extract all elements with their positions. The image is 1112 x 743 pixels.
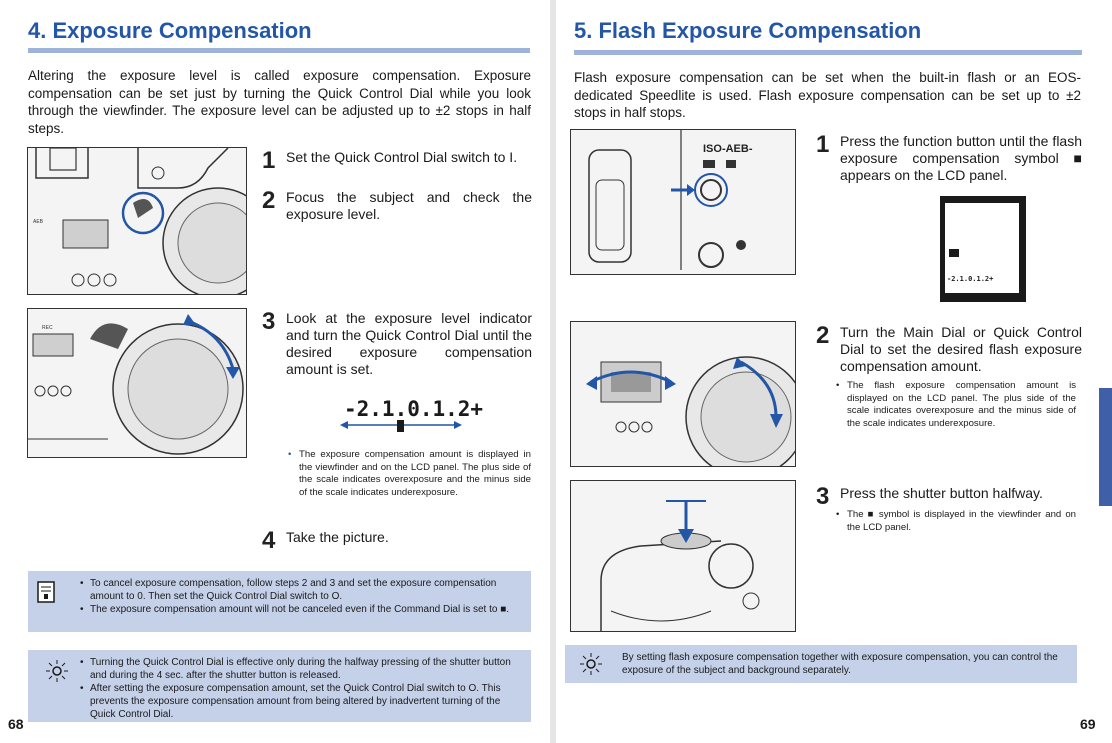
step-4: 4 Take the picture. <box>262 527 389 554</box>
title-rule <box>574 50 1082 55</box>
step-2: 2 Focus the subject and check the exposu… <box>262 187 532 223</box>
intro-paragraph: Altering the exposure level is called ex… <box>28 68 531 136</box>
title-rule <box>28 48 530 53</box>
bullet-flash-symbol: • The ■ symbol is displayed in the viewf… <box>836 509 1076 533</box>
memo-icon <box>37 581 55 603</box>
step-2: 2 Turn the Main Dial or Quick Control Di… <box>816 322 1082 375</box>
shutter-illustration <box>570 480 796 632</box>
step-3: 3 Look at the exposure level indicator a… <box>262 308 532 378</box>
dial-illustration: REC <box>27 308 247 458</box>
lcd-scale: -2.1.0.1.2+ <box>947 275 994 283</box>
page-number: 69 <box>1080 716 1096 732</box>
side-index-tab <box>1099 388 1112 506</box>
note-memo: To cancel exposure compensation, follow … <box>28 571 531 632</box>
bullet-exposure: • The exposure compensation amount is di… <box>288 449 531 498</box>
page-gutter <box>550 0 556 743</box>
svg-text:REC: REC <box>42 325 53 331</box>
arrow-icon <box>340 420 462 432</box>
bullet-flash-amount: • The flash exposure compensation amount… <box>836 380 1076 429</box>
tip-sun-icon <box>46 660 68 682</box>
right-page: 5. Flash Exposure Compensation Flash exp… <box>556 0 1112 743</box>
step-3: 3 Press the shutter button halfway. <box>816 483 1043 510</box>
page-number: 68 <box>8 716 24 732</box>
camera-illustration: AEB <box>27 147 247 295</box>
note-tip: By setting flash exposure compensation t… <box>565 645 1077 683</box>
step-1: 1 Set the Quick Control Dial switch to I… <box>262 147 518 174</box>
page-title: 4. Exposure Compensation <box>28 18 312 43</box>
left-page: 4. Exposure Compensation Altering the ex… <box>0 0 550 743</box>
svg-text:AEB: AEB <box>33 219 44 225</box>
exposure-scale: -2.1.0.1.2+ <box>344 397 484 421</box>
tip-sun-icon <box>580 653 602 675</box>
camera-illustration: ISO-AEB- <box>570 129 796 275</box>
svg-text:ISO-AEB-: ISO-AEB- <box>703 143 753 155</box>
note-tip: Turning the Quick Control Dial is effect… <box>28 650 531 722</box>
dial-illustration <box>570 321 796 467</box>
step-1: 1 Press the function button until the fl… <box>816 131 1082 184</box>
lcd-panel: -2.1.0.1.2+ <box>940 196 1026 302</box>
page-title: 5. Flash Exposure Compensation <box>574 18 922 43</box>
flash-comp-icon <box>949 249 959 257</box>
intro-paragraph: Flash exposure compensation can be set w… <box>574 70 1081 120</box>
